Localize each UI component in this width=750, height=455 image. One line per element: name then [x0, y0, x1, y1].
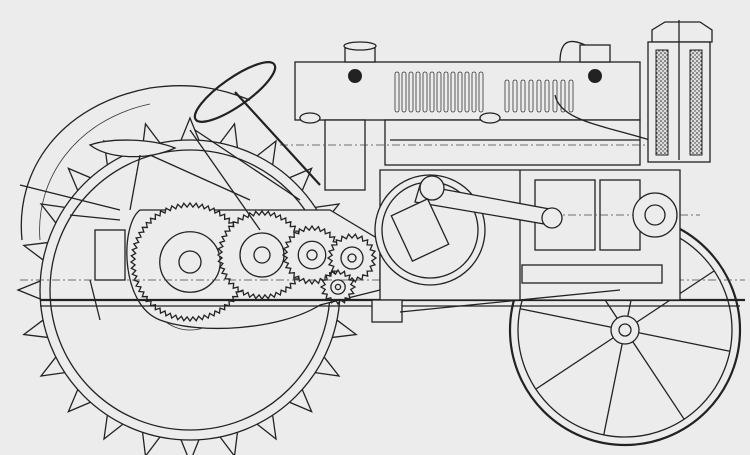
cooling-fin	[394, 71, 400, 113]
cooling-fin	[443, 71, 449, 113]
engine-block	[280, 40, 700, 191]
wheel-spike	[67, 389, 91, 413]
cooling-fin	[401, 71, 407, 113]
wheel-spike	[219, 432, 239, 455]
wheel-spike	[141, 432, 161, 455]
cooling-fin	[415, 71, 421, 113]
cooling-fin	[478, 71, 484, 113]
gear-train	[129, 201, 378, 323]
cooling-fin	[422, 71, 428, 113]
wheel-spoke	[603, 343, 623, 435]
wheel-spike	[39, 356, 65, 377]
wheel-spoke	[638, 332, 730, 352]
wheel-spike	[67, 167, 91, 191]
cooling-fin	[568, 79, 574, 113]
cooling-fin	[528, 79, 534, 113]
wheel-spike	[180, 439, 200, 455]
wheel-spoke	[520, 308, 612, 328]
gear-hub	[330, 279, 346, 295]
gear-axle	[347, 253, 357, 263]
cooling-fin	[552, 79, 558, 113]
wheel-spoke	[632, 341, 685, 420]
cooling-fin	[520, 79, 526, 113]
cooling-fin	[544, 79, 550, 113]
cooling-fin	[471, 71, 477, 113]
wheel-spike	[315, 356, 341, 377]
wheel-spike	[39, 203, 65, 224]
drawbar	[89, 279, 621, 323]
wheel-spike	[22, 241, 48, 261]
wheel-spike	[256, 415, 277, 441]
cooling-fin	[436, 71, 442, 113]
wheel-spoke	[535, 337, 614, 390]
cooling-fin	[536, 79, 542, 113]
cooling-fin	[512, 79, 518, 113]
wheel-spike	[16, 280, 41, 300]
steering-wheel	[189, 61, 321, 231]
rear-wheel	[16, 116, 364, 455]
wheel-spike	[289, 167, 313, 191]
wheel-spike	[256, 139, 277, 165]
wheel-spike	[22, 319, 48, 339]
wheel-spike	[103, 415, 124, 441]
gear-axle	[253, 246, 271, 264]
seat	[88, 139, 251, 211]
air-filter	[647, 20, 713, 163]
flywheel	[374, 174, 563, 286]
wheel-spike	[289, 389, 313, 413]
gear-axle	[334, 283, 342, 291]
cooling-fin	[408, 71, 414, 113]
cooling-fin	[457, 71, 463, 113]
gear-axle	[306, 249, 318, 261]
cooling-fin	[504, 79, 510, 113]
cooling-fin	[560, 79, 566, 113]
cooling-fin	[464, 71, 470, 113]
wheel-spike	[219, 122, 239, 148]
wheel-spike	[332, 319, 358, 339]
wheel-spike	[180, 116, 200, 141]
cooling-fin	[450, 71, 456, 113]
wheel-spike	[141, 122, 161, 148]
cooling-fin	[429, 71, 435, 113]
gear-axle	[178, 250, 202, 274]
gear-hub	[340, 246, 364, 270]
gear-hub	[297, 240, 327, 270]
